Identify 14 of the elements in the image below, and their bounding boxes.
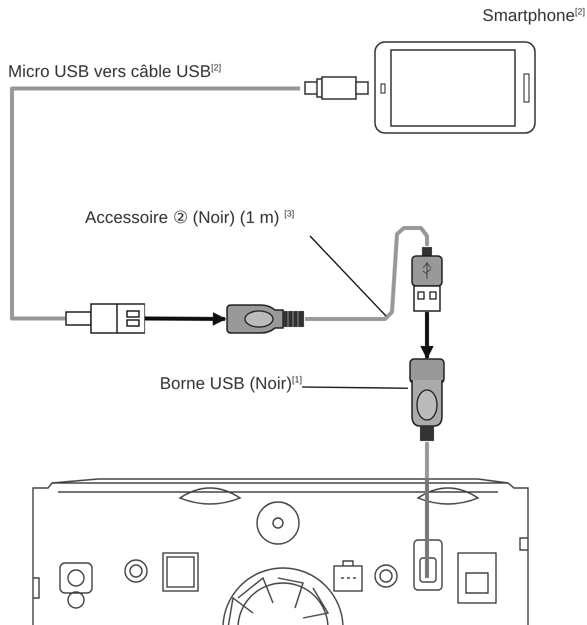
leader-line <box>302 386 408 389</box>
usb-socket-drawing <box>225 303 305 335</box>
callout-label: Borne USB (Noir)$^{[1]}$ <box>110 374 302 394</box>
usb-cable <box>10 86 300 320</box>
cable-label: Micro USB vers câble USB$^{[2]}$ <box>8 62 222 82</box>
usb-cable <box>424 442 429 478</box>
device-label: Smartphone$^{[2]}$ <box>482 6 585 26</box>
leader-line <box>310 236 386 316</box>
usb-socket-drawing <box>408 358 446 442</box>
usb-plug-drawing <box>65 303 145 334</box>
arrow <box>420 312 434 360</box>
arrow <box>144 312 226 326</box>
callout-label: Accessoire ② (Noir) (1 m) $^{[3]}$ <box>85 208 385 228</box>
usb-cable <box>305 226 429 321</box>
